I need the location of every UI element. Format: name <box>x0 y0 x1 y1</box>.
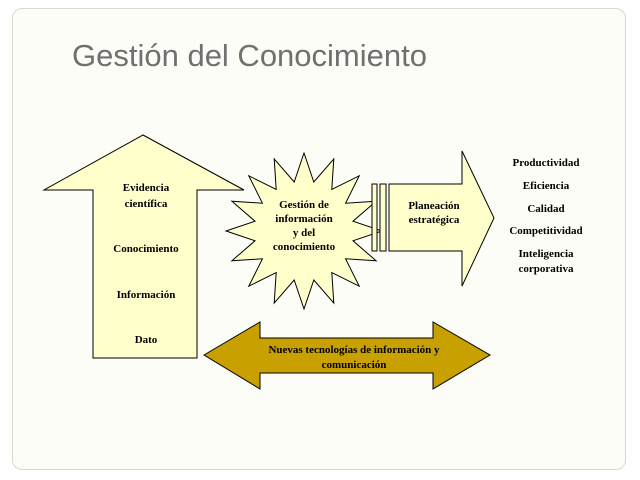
planning-right-arrow <box>388 150 495 287</box>
outcome-inteligencia-line-1: Inteligencia <box>519 248 574 260</box>
slide-title: Gestión del Conocimiento <box>72 38 427 73</box>
planning-line-2: estratégica <box>409 214 460 226</box>
outcome-eficiencia: Eficiencia <box>523 180 570 192</box>
starburst-line-3: y del <box>293 227 315 239</box>
outcome-calidad: Calidad <box>527 203 564 215</box>
outcome-productividad: Productividad <box>512 157 579 169</box>
starburst-line-2: información <box>275 213 332 225</box>
starburst-line-4: conocimiento <box>273 241 336 253</box>
outcome-competitividad: Competitividad <box>509 225 582 237</box>
starburst-shape <box>224 151 384 311</box>
hierarchy-level-1: Evidencia científica <box>123 182 170 210</box>
arrow-stripe-1 <box>371 183 378 252</box>
hierarchy-level-1-line-1: Evidencia <box>123 182 170 194</box>
starburst-line-1: Gestión de <box>279 199 329 211</box>
outcome-inteligencia-line-2: corporativa <box>519 263 574 275</box>
technology-double-arrow <box>203 321 491 390</box>
planning-line-1: Planeación <box>408 200 459 212</box>
outcomes-list: Productividad Eficiencia Calidad Competi… <box>509 157 582 275</box>
hierarchy-level-1-line-2: científica <box>125 198 168 210</box>
hierarchy-up-arrow <box>42 134 245 359</box>
technology-line-1: Nuevas tecnologías de información y <box>268 344 440 356</box>
hierarchy-level-4: Dato <box>135 334 158 346</box>
hierarchy-level-3: Información <box>117 289 176 301</box>
hierarchy-level-2: Conocimiento <box>113 243 179 255</box>
technology-line-2: comunicación <box>322 359 387 371</box>
arrow-stripe-2 <box>379 183 387 252</box>
